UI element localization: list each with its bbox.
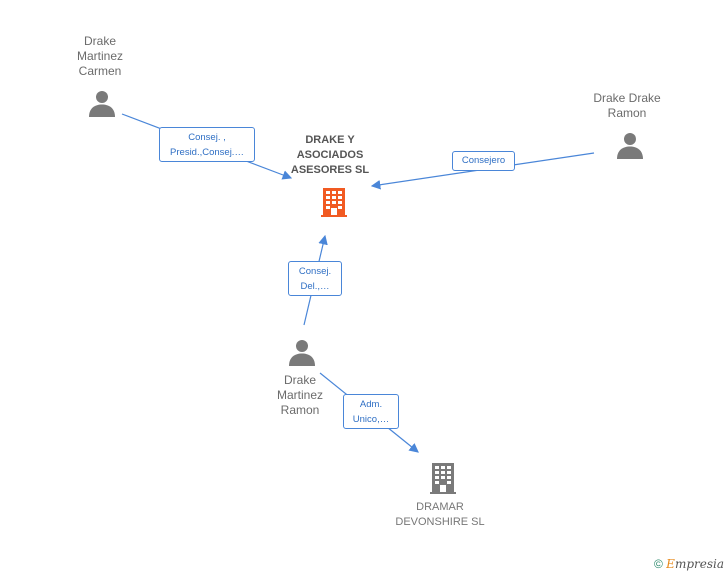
edge-label-martinez-ramon-center[interactable]: Consej. Del.,… — [288, 261, 342, 296]
person-icon[interactable] — [615, 131, 645, 161]
person-icon[interactable] — [287, 338, 317, 368]
building-icon[interactable] — [318, 186, 350, 218]
brand-name: mpresia — [674, 557, 724, 571]
company-label-dramar-devonshire[interactable]: DRAMAR DEVONSHIRE SL — [395, 501, 485, 528]
edge-label-drake-drake-center[interactable]: Consejero — [452, 151, 515, 171]
node-label-drake-martinez-carmen[interactable]: Drake Martinez Carmen — [76, 34, 123, 78]
edge-label-martinez-ramon-dramar[interactable]: Adm. Unico,… — [343, 394, 399, 429]
edge-label-carmen-center[interactable]: Consej. , Presid.,Consej.… — [159, 127, 255, 162]
empresia-watermark: © Empresia — [654, 557, 724, 571]
center-company-label[interactable]: DRAKE Y ASOCIADOS ASESORES SL — [290, 134, 370, 176]
node-label-drake-drake-ramon[interactable]: Drake Drake Ramon — [593, 91, 661, 120]
brand-e: E — [666, 557, 675, 571]
node-label-drake-martinez-ramon[interactable]: Drake Martinez Ramon — [276, 373, 323, 417]
copyright-icon: © — [653, 557, 663, 571]
building-icon[interactable] — [427, 461, 459, 495]
person-icon[interactable] — [87, 89, 117, 119]
